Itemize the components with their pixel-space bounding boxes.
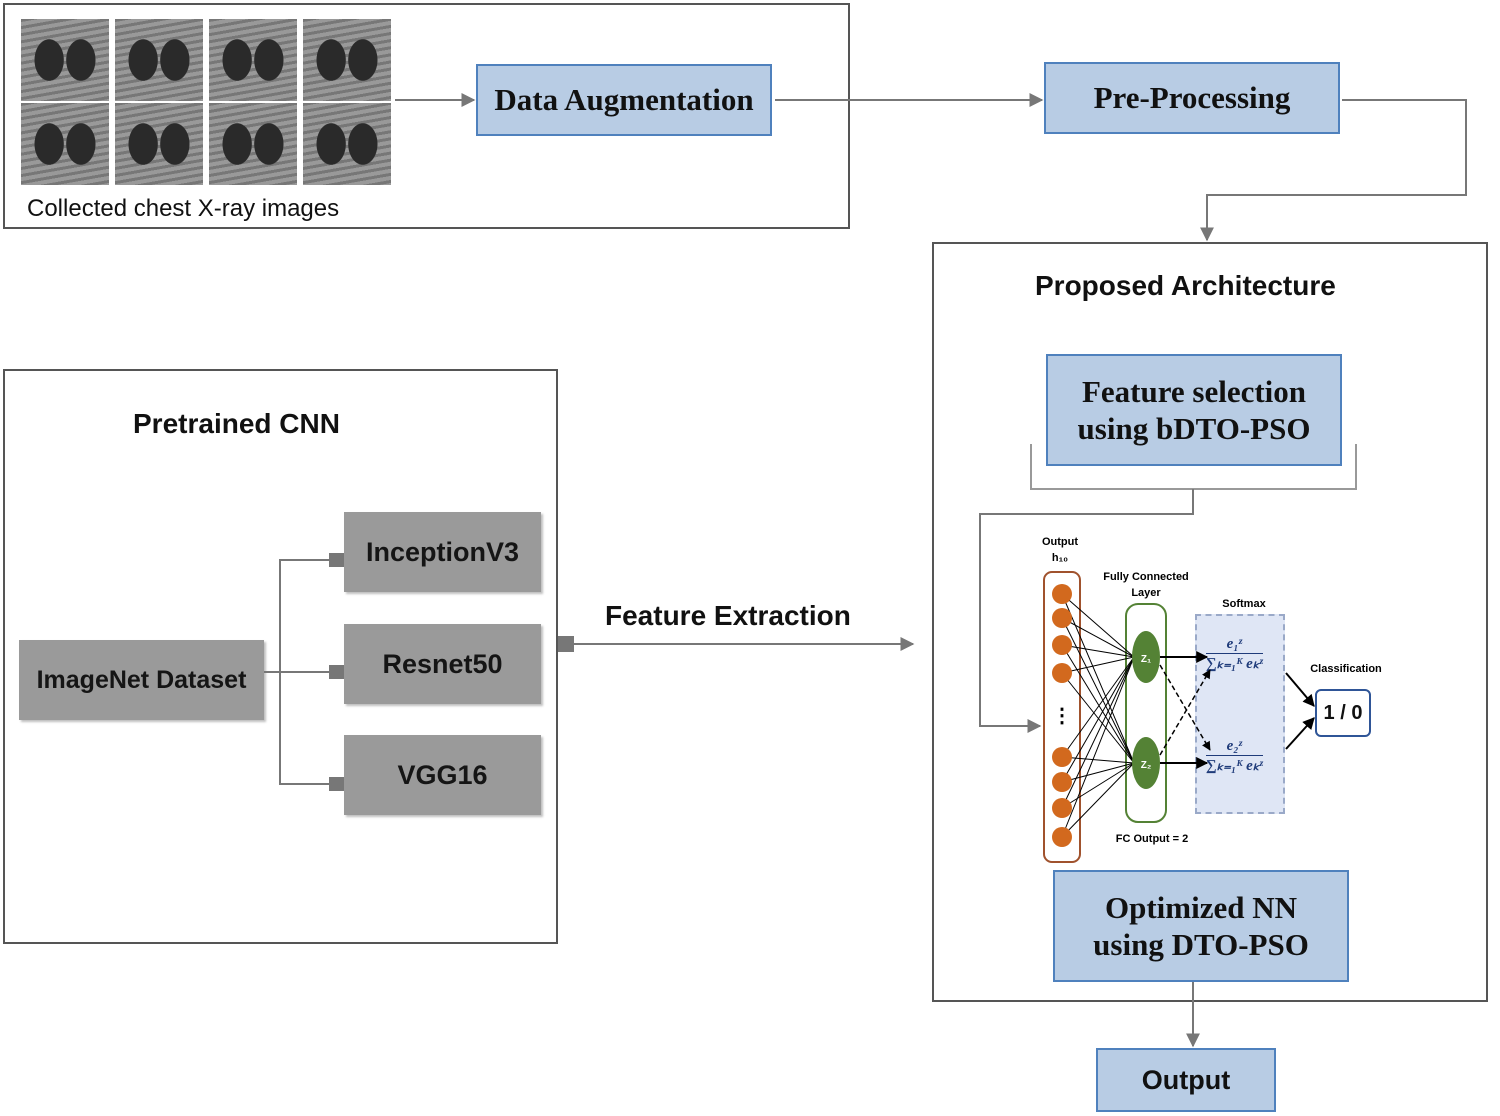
arrow-softmax1-class: [1285, 672, 1315, 707]
model-vgg16-box: VGG16: [344, 735, 541, 815]
imagenet-dataset-box: ImageNet Dataset: [19, 640, 264, 720]
pre-processing-label: Pre-Processing: [1093, 80, 1291, 115]
model-resnet50-label: Resnet50: [382, 648, 503, 679]
fc-node-z1-label: Z₁: [1141, 654, 1151, 665]
output-neuron: [1052, 663, 1072, 683]
fc-node-z2: [1132, 737, 1160, 789]
imagenet-dataset-label: ImageNet Dataset: [36, 665, 247, 694]
nn-connection-line: [1061, 762, 1135, 783]
optimized-nn-box: Optimized NN using DTO-PSO: [1053, 870, 1349, 982]
output-label: Output: [1141, 1064, 1231, 1095]
nn-connection-line: [1061, 656, 1135, 674]
connector-node: [329, 665, 344, 679]
model-resnet50-box: Resnet50: [344, 624, 541, 704]
feature-extraction-label: Feature Extraction: [605, 600, 851, 631]
data-augmentation-label: Data Augmentation: [494, 82, 754, 117]
output-box: Output: [1096, 1048, 1276, 1112]
nn-connection-line: [1061, 644, 1135, 764]
model-vgg16-label: VGG16: [397, 759, 488, 790]
model-inceptionv3-label: InceptionV3: [365, 536, 520, 567]
nn-connection-line: [1061, 617, 1135, 764]
feature-selection-bracket: [1030, 444, 1357, 490]
softmax-denominator-2: ∑ₖ₌₁ᴷ eₖᶻ: [1206, 758, 1263, 774]
cnn-branch-lines: [279, 559, 330, 785]
nn-output-label: Output: [1042, 536, 1078, 548]
classification-result: 1 / 0: [1323, 701, 1363, 724]
nn-connection-line: [1061, 762, 1135, 838]
nn-connection-line: [1061, 762, 1135, 809]
softmax-formula-1: e₁ᶻ ∑ₖ₌₁ᴷ eₖᶻ: [1206, 636, 1263, 673]
xray-image: [209, 19, 297, 101]
nn-connection-line: [1061, 656, 1135, 783]
softmax-formula-2: e₂ᶻ ∑ₖ₌₁ᴷ eₖᶻ: [1206, 738, 1263, 775]
arrow-selection-to-nn: [979, 489, 1194, 733]
data-augmentation-box: Data Augmentation: [476, 64, 772, 136]
output-neuron: [1052, 827, 1072, 847]
fc-node-z2-label: Z₂: [1141, 760, 1152, 771]
nn-neurons: [1052, 584, 1072, 847]
model-inceptionv3-box: InceptionV3: [344, 512, 541, 592]
connector-node: [558, 636, 574, 652]
arrow-preprocessing-to-architecture: [1200, 99, 1467, 242]
nn-connection-line: [1061, 756, 1135, 764]
proposed-architecture-title: Proposed Architecture: [1035, 270, 1336, 301]
classification-label: Classification: [1310, 663, 1382, 675]
xray-image: [303, 103, 391, 185]
arrow-softmax2-class: [1285, 717, 1315, 750]
optimized-nn-line1: Optimized NN: [1104, 890, 1297, 925]
fc-layer-sub: Layer: [1131, 587, 1161, 599]
xray-image: [115, 103, 203, 185]
ellipsis-dots: ⋮: [1052, 705, 1072, 727]
softmax-label: Softmax: [1222, 598, 1266, 610]
nn-connection-line: [1061, 593, 1135, 658]
arrow-z1-softmax2: [1159, 664, 1211, 751]
nn-connection-line: [1061, 644, 1135, 658]
nn-connection-line: [1061, 656, 1135, 758]
arrow-z2-softmax1: [1159, 669, 1211, 756]
nn-connection-line: [1061, 617, 1135, 658]
nn-connection-line: [1061, 672, 1135, 764]
nn-connection-line: [1061, 593, 1135, 764]
nn-connection-line: [1061, 656, 1135, 838]
nn-connection-line: [1061, 656, 1135, 809]
connector-node: [329, 777, 344, 791]
nn-output-sub: h₁₀: [1052, 552, 1068, 564]
xray-image: [209, 103, 297, 185]
pretrained-cnn-title: Pretrained CNN: [133, 408, 340, 439]
optimized-nn-line2: using DTO-PSO: [1093, 927, 1309, 962]
output-neuron: [1052, 772, 1072, 792]
output-neuron: [1052, 747, 1072, 767]
output-neuron: [1052, 635, 1072, 655]
output-layer-container: [1043, 571, 1081, 863]
softmax-box: [1195, 614, 1285, 814]
feature-selection-line2: using bDTO-PSO: [1077, 411, 1311, 446]
pre-processing-box: Pre-Processing: [1044, 62, 1340, 134]
fc-layer-label: Fully Connected: [1103, 571, 1189, 583]
softmax-denominator-1: ∑ₖ₌₁ᴷ eₖᶻ: [1206, 656, 1263, 672]
feature-selection-box: Feature selection using bDTO-PSO: [1046, 354, 1342, 466]
fc-node-z1: [1132, 631, 1160, 683]
dataset-caption: Collected chest X-ray images: [27, 195, 340, 222]
fc-output-label: FC Output = 2: [1116, 833, 1188, 845]
output-neuron: [1052, 584, 1072, 604]
feature-selection-line1: Feature selection: [1081, 374, 1307, 409]
classification-result-box: 1 / 0: [1315, 689, 1371, 737]
xray-image: [115, 19, 203, 101]
output-neuron: [1052, 798, 1072, 818]
nn-connections: [1061, 593, 1135, 838]
connector-node: [329, 553, 344, 567]
fc-layer-container: [1125, 603, 1167, 823]
xray-image: [21, 19, 109, 101]
xray-image: [303, 19, 391, 101]
softmax-numerator-2: e₂ᶻ: [1206, 738, 1263, 756]
softmax-numerator-1: e₁ᶻ: [1206, 636, 1263, 654]
output-neuron: [1052, 608, 1072, 628]
xray-image: [21, 103, 109, 185]
